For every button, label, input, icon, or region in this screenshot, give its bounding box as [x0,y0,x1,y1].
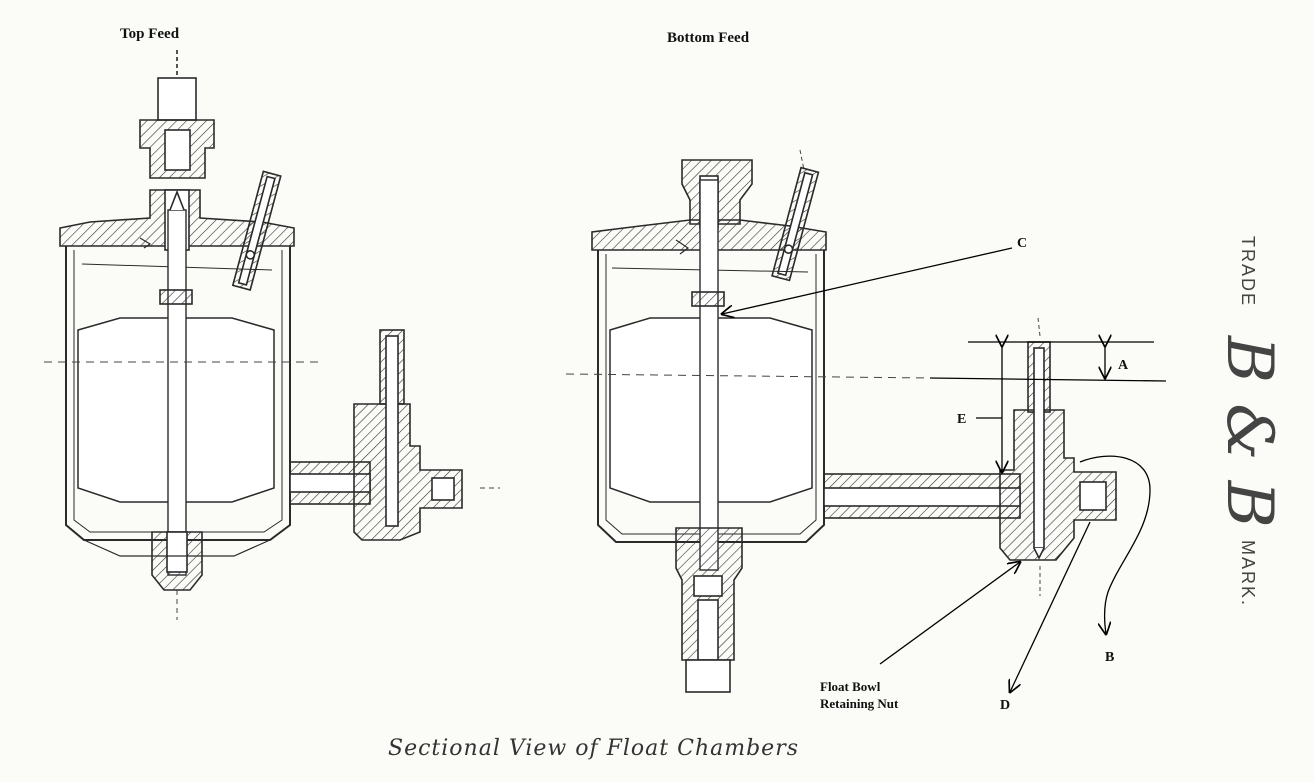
label-b: B [1105,650,1115,665]
top-needle [167,209,187,576]
bottom-feed-chamber [591,159,1117,693]
leader-float-bowl-nut [879,562,1020,665]
trademark-mark: MARK. [1238,540,1258,608]
annotations [722,247,1167,692]
bottom-tickler [771,166,820,282]
leader-b [1079,455,1151,634]
label-e: E [957,412,967,427]
label-bottom-feed: Bottom Feed [667,30,750,46]
label-a: A [1118,358,1129,373]
dim-line-level [929,377,1167,382]
top-feed-chamber [59,50,463,591]
label-float-bowl-line1: Float Bowl [820,679,881,694]
top-tickler [231,170,282,292]
top-inlet-pipe [157,77,197,121]
trademark-monogram: B & B [1212,336,1286,528]
label-float-bowl-nut: Float Bowl Retaining Nut [820,678,898,712]
top-banjo [353,403,463,541]
label-float-bowl-line2: Retaining Nut [820,696,899,711]
bottom-needle [699,179,719,571]
leader-c [722,247,1013,314]
leader-d [1010,521,1091,692]
label-c: C [1017,236,1028,251]
label-d: D [1000,698,1011,713]
figure-caption: Sectional View of Float Chambers [388,736,799,761]
bottom-centerline-h [565,373,931,379]
label-top-feed: Top Feed [120,26,180,42]
trademark-trade: TRADE [1238,236,1258,308]
bottom-inlet-pipe [685,659,731,693]
